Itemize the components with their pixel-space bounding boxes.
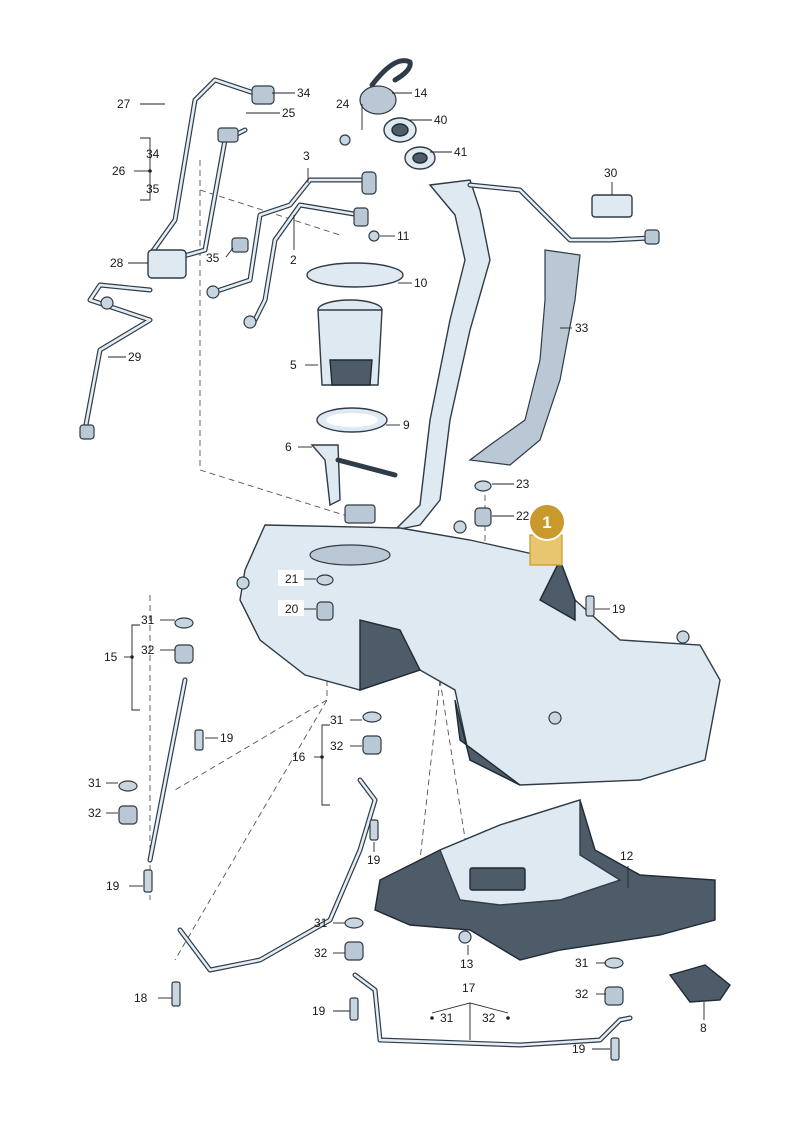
bolt-19 [369, 819, 379, 841]
label-19: 19 [572, 1042, 586, 1056]
label-16: 16 [292, 750, 306, 764]
sensor-module-8 [668, 964, 731, 1003]
heat-shield-12 [374, 799, 716, 961]
label-19: 19 [106, 879, 120, 893]
callout-badge-number: 1 [542, 513, 551, 532]
label-25: 25 [282, 106, 296, 120]
washer-31 [344, 917, 364, 929]
fasteners [118, 480, 731, 1061]
grommet-32 [118, 805, 138, 825]
label-19: 19 [220, 731, 234, 745]
label-31: 31 [440, 1011, 454, 1025]
washer-31 [362, 711, 382, 723]
heat-shield-33 [468, 249, 581, 466]
label-13: 13 [460, 957, 474, 971]
label-31: 31 [314, 916, 328, 930]
fuel-pump-components [306, 262, 404, 524]
tank-straps [147, 677, 633, 1048]
label-35: 35 [206, 251, 220, 265]
bolt-19 [143, 869, 153, 893]
label-20: 20 [285, 602, 299, 616]
label-31: 31 [330, 713, 344, 727]
label-32: 32 [88, 806, 102, 820]
label-40: 40 [434, 113, 448, 127]
label-32: 32 [575, 987, 589, 1001]
label-27: 27 [117, 97, 131, 111]
label-18: 18 [134, 991, 148, 1005]
filler-cap-assembly [339, 58, 436, 170]
label-19: 19 [612, 602, 626, 616]
label-8: 8 [700, 1021, 707, 1035]
bolt-19 [585, 595, 595, 617]
label-2: 2 [290, 253, 297, 267]
label-33: 33 [575, 321, 589, 335]
label-26: 26 [112, 164, 126, 178]
grommet-32 [362, 735, 382, 755]
grommet-32 [344, 941, 364, 961]
label-34: 34 [297, 86, 311, 100]
washer-31 [118, 780, 138, 792]
washer-31 [174, 617, 194, 629]
label-34: 34 [146, 147, 160, 161]
label-35: 35 [146, 182, 160, 196]
leader-lines [106, 92, 705, 1050]
grommet-32 [174, 644, 194, 664]
label-5: 5 [290, 358, 297, 372]
bolt-19 [349, 997, 359, 1021]
label-14: 14 [414, 86, 428, 100]
grommet-22 [474, 507, 492, 527]
callout-badge: 1 [528, 503, 566, 566]
washer-31 [604, 957, 624, 969]
label-32: 32 [330, 739, 344, 753]
vent-lines [79, 77, 380, 440]
bolt-19 [610, 1037, 620, 1061]
label-15: 15 [104, 650, 118, 664]
part-labels: 34 25 27 26 34 35 24 14 40 41 3 11 2 35 … [88, 86, 707, 1056]
label-9: 9 [403, 418, 410, 432]
fuel-tank [236, 520, 721, 786]
washer-23 [474, 480, 492, 492]
filler-neck [392, 179, 660, 532]
label-19: 19 [312, 1004, 326, 1018]
label-28: 28 [110, 256, 124, 270]
label-10: 10 [414, 276, 428, 290]
grommet-32 [604, 986, 624, 1006]
washer-21 [316, 574, 334, 586]
label-41: 41 [454, 145, 468, 159]
bolt-18 [171, 981, 181, 1007]
label-17: 17 [462, 981, 476, 995]
label-32: 32 [482, 1011, 496, 1025]
bolt-19 [194, 729, 204, 751]
label-24: 24 [336, 97, 350, 111]
label-3: 3 [303, 149, 310, 163]
label-6: 6 [285, 440, 292, 454]
grommet-20 [316, 601, 334, 621]
label-31: 31 [575, 956, 589, 970]
label-32: 32 [141, 643, 155, 657]
label-32: 32 [314, 946, 328, 960]
label-19: 19 [367, 853, 381, 867]
label-11: 11 [397, 229, 410, 243]
label-23: 23 [516, 477, 530, 491]
label-30: 30 [604, 166, 618, 180]
label-22: 22 [516, 509, 530, 523]
label-29: 29 [128, 350, 142, 364]
label-31: 31 [141, 613, 155, 627]
label-31: 31 [88, 776, 102, 790]
label-21: 21 [285, 572, 299, 586]
label-12: 12 [620, 849, 634, 863]
